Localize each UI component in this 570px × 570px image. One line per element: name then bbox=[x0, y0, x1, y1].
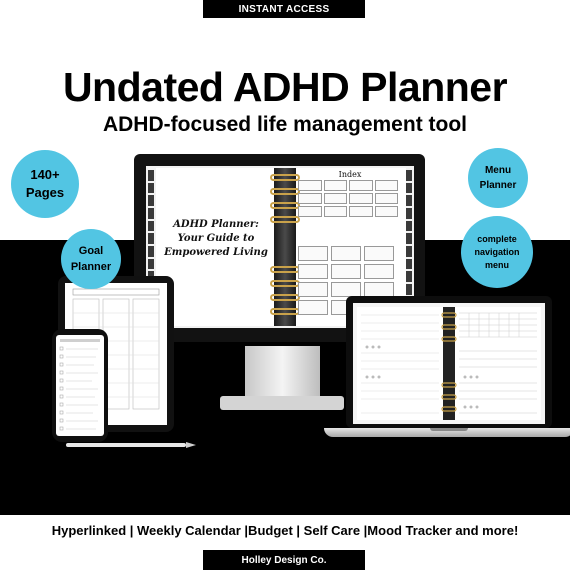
navigation-menu-badge: complete navigation menu bbox=[461, 216, 533, 288]
index-cell bbox=[298, 180, 322, 191]
index-cell bbox=[364, 264, 394, 279]
planner-cover-heading: ADHD Planner: Your Guide to Empowered Li… bbox=[158, 218, 274, 260]
binder-ring-icon bbox=[270, 202, 300, 209]
index-cell bbox=[323, 180, 347, 191]
checklist-page bbox=[59, 339, 100, 431]
goal-planner-badge: Goal Planner bbox=[61, 229, 121, 289]
index-month-grid bbox=[298, 180, 398, 217]
index-cell bbox=[323, 206, 347, 217]
laptop-base bbox=[324, 428, 570, 437]
brand-badge: Holley Design Co. bbox=[203, 550, 365, 570]
index-cell bbox=[298, 246, 328, 261]
instant-access-badge: INSTANT ACCESS bbox=[203, 0, 365, 18]
planner-left-page bbox=[156, 168, 284, 326]
nav-line: menu bbox=[484, 259, 509, 270]
index-cell bbox=[298, 264, 328, 279]
binder-ring-icon bbox=[270, 280, 300, 287]
index-cell bbox=[364, 282, 394, 297]
index-cell bbox=[349, 180, 373, 191]
laptop-screen bbox=[353, 303, 545, 424]
index-cell bbox=[323, 193, 347, 204]
monitor-stand-base bbox=[220, 396, 344, 410]
binder-ring-icon bbox=[270, 188, 300, 195]
planner-heading-line: Your Guide to bbox=[177, 233, 255, 244]
binder-ring-icon bbox=[270, 308, 300, 315]
index-cell bbox=[298, 282, 328, 297]
binder-ring-icon bbox=[270, 216, 300, 223]
nav-line: complete bbox=[477, 233, 517, 244]
binder-ring-icon bbox=[270, 266, 300, 273]
binder-ring-icon bbox=[270, 174, 300, 181]
index-cell bbox=[349, 193, 373, 204]
index-cell bbox=[374, 193, 398, 204]
stylus-pencil bbox=[66, 443, 186, 447]
pages-count: 140+ bbox=[30, 167, 60, 182]
monitor-screen: ADHD Planner: Your Guide to Empowered Li… bbox=[146, 166, 414, 328]
menu-label: Menu bbox=[484, 165, 512, 176]
phone-screen bbox=[56, 335, 104, 436]
index-cell bbox=[364, 246, 394, 261]
stylus-tip bbox=[186, 442, 196, 448]
weekly-calendar-page bbox=[357, 307, 541, 420]
goal-label: Goal bbox=[78, 245, 104, 257]
pages-count-badge: 140+ Pages bbox=[11, 150, 79, 218]
binder-ring-icon bbox=[270, 294, 300, 301]
planner-heading-line: ADHD Planner: bbox=[173, 219, 259, 230]
index-cell bbox=[374, 180, 398, 191]
index-cell bbox=[331, 264, 361, 279]
planner-heading-line: Empowered Living bbox=[164, 247, 268, 258]
planner-label: Planner bbox=[70, 261, 112, 273]
laptop-notch bbox=[430, 428, 468, 431]
feature-list: Hyperlinked | Weekly Calendar |Budget | … bbox=[51, 523, 519, 538]
index-cell bbox=[298, 206, 322, 217]
index-cell bbox=[374, 206, 398, 217]
product-title: Undated ADHD Planner bbox=[62, 64, 508, 110]
planner-label: Planner bbox=[479, 180, 517, 191]
product-subtitle: ADHD-focused life management tool bbox=[102, 113, 468, 136]
index-cell bbox=[298, 193, 322, 204]
pages-label: Pages bbox=[25, 185, 65, 200]
index-cell bbox=[331, 246, 361, 261]
nav-line: navigation bbox=[474, 246, 520, 257]
index-title: Index bbox=[338, 170, 362, 179]
index-cell bbox=[298, 300, 328, 315]
index-cell bbox=[349, 206, 373, 217]
menu-planner-badge: Menu Planner bbox=[468, 148, 528, 208]
index-cell bbox=[331, 282, 361, 297]
monitor-stand-neck bbox=[245, 346, 320, 400]
